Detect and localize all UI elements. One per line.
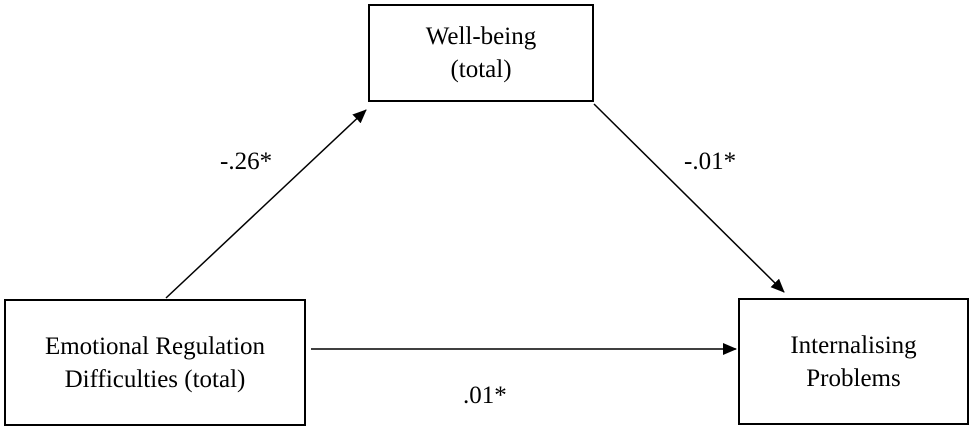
predictor-label-line2: Difficulties (total) (64, 365, 246, 393)
mediator-box: Well-being (total) (368, 4, 594, 102)
path-c-coefficient: .01* (463, 382, 507, 409)
path-a-arrow (165, 109, 367, 299)
outcome-box: Internalising Problems (738, 298, 969, 425)
mediator-label-line2: (total) (450, 56, 512, 83)
path-b-arrow (593, 103, 785, 293)
predictor-box: Emotional Regulation Difficulties (total… (4, 299, 306, 426)
outcome-label-line2: Problems (806, 364, 901, 392)
mediator-label-line1: Well-being (425, 23, 537, 50)
outcome-label-line1: Internalising (790, 331, 917, 359)
path-b-coefficient: -.01* (684, 148, 737, 175)
path-a-coefficient: -.26* (220, 148, 273, 175)
predictor-label-line1: Emotional Regulation (44, 332, 266, 360)
